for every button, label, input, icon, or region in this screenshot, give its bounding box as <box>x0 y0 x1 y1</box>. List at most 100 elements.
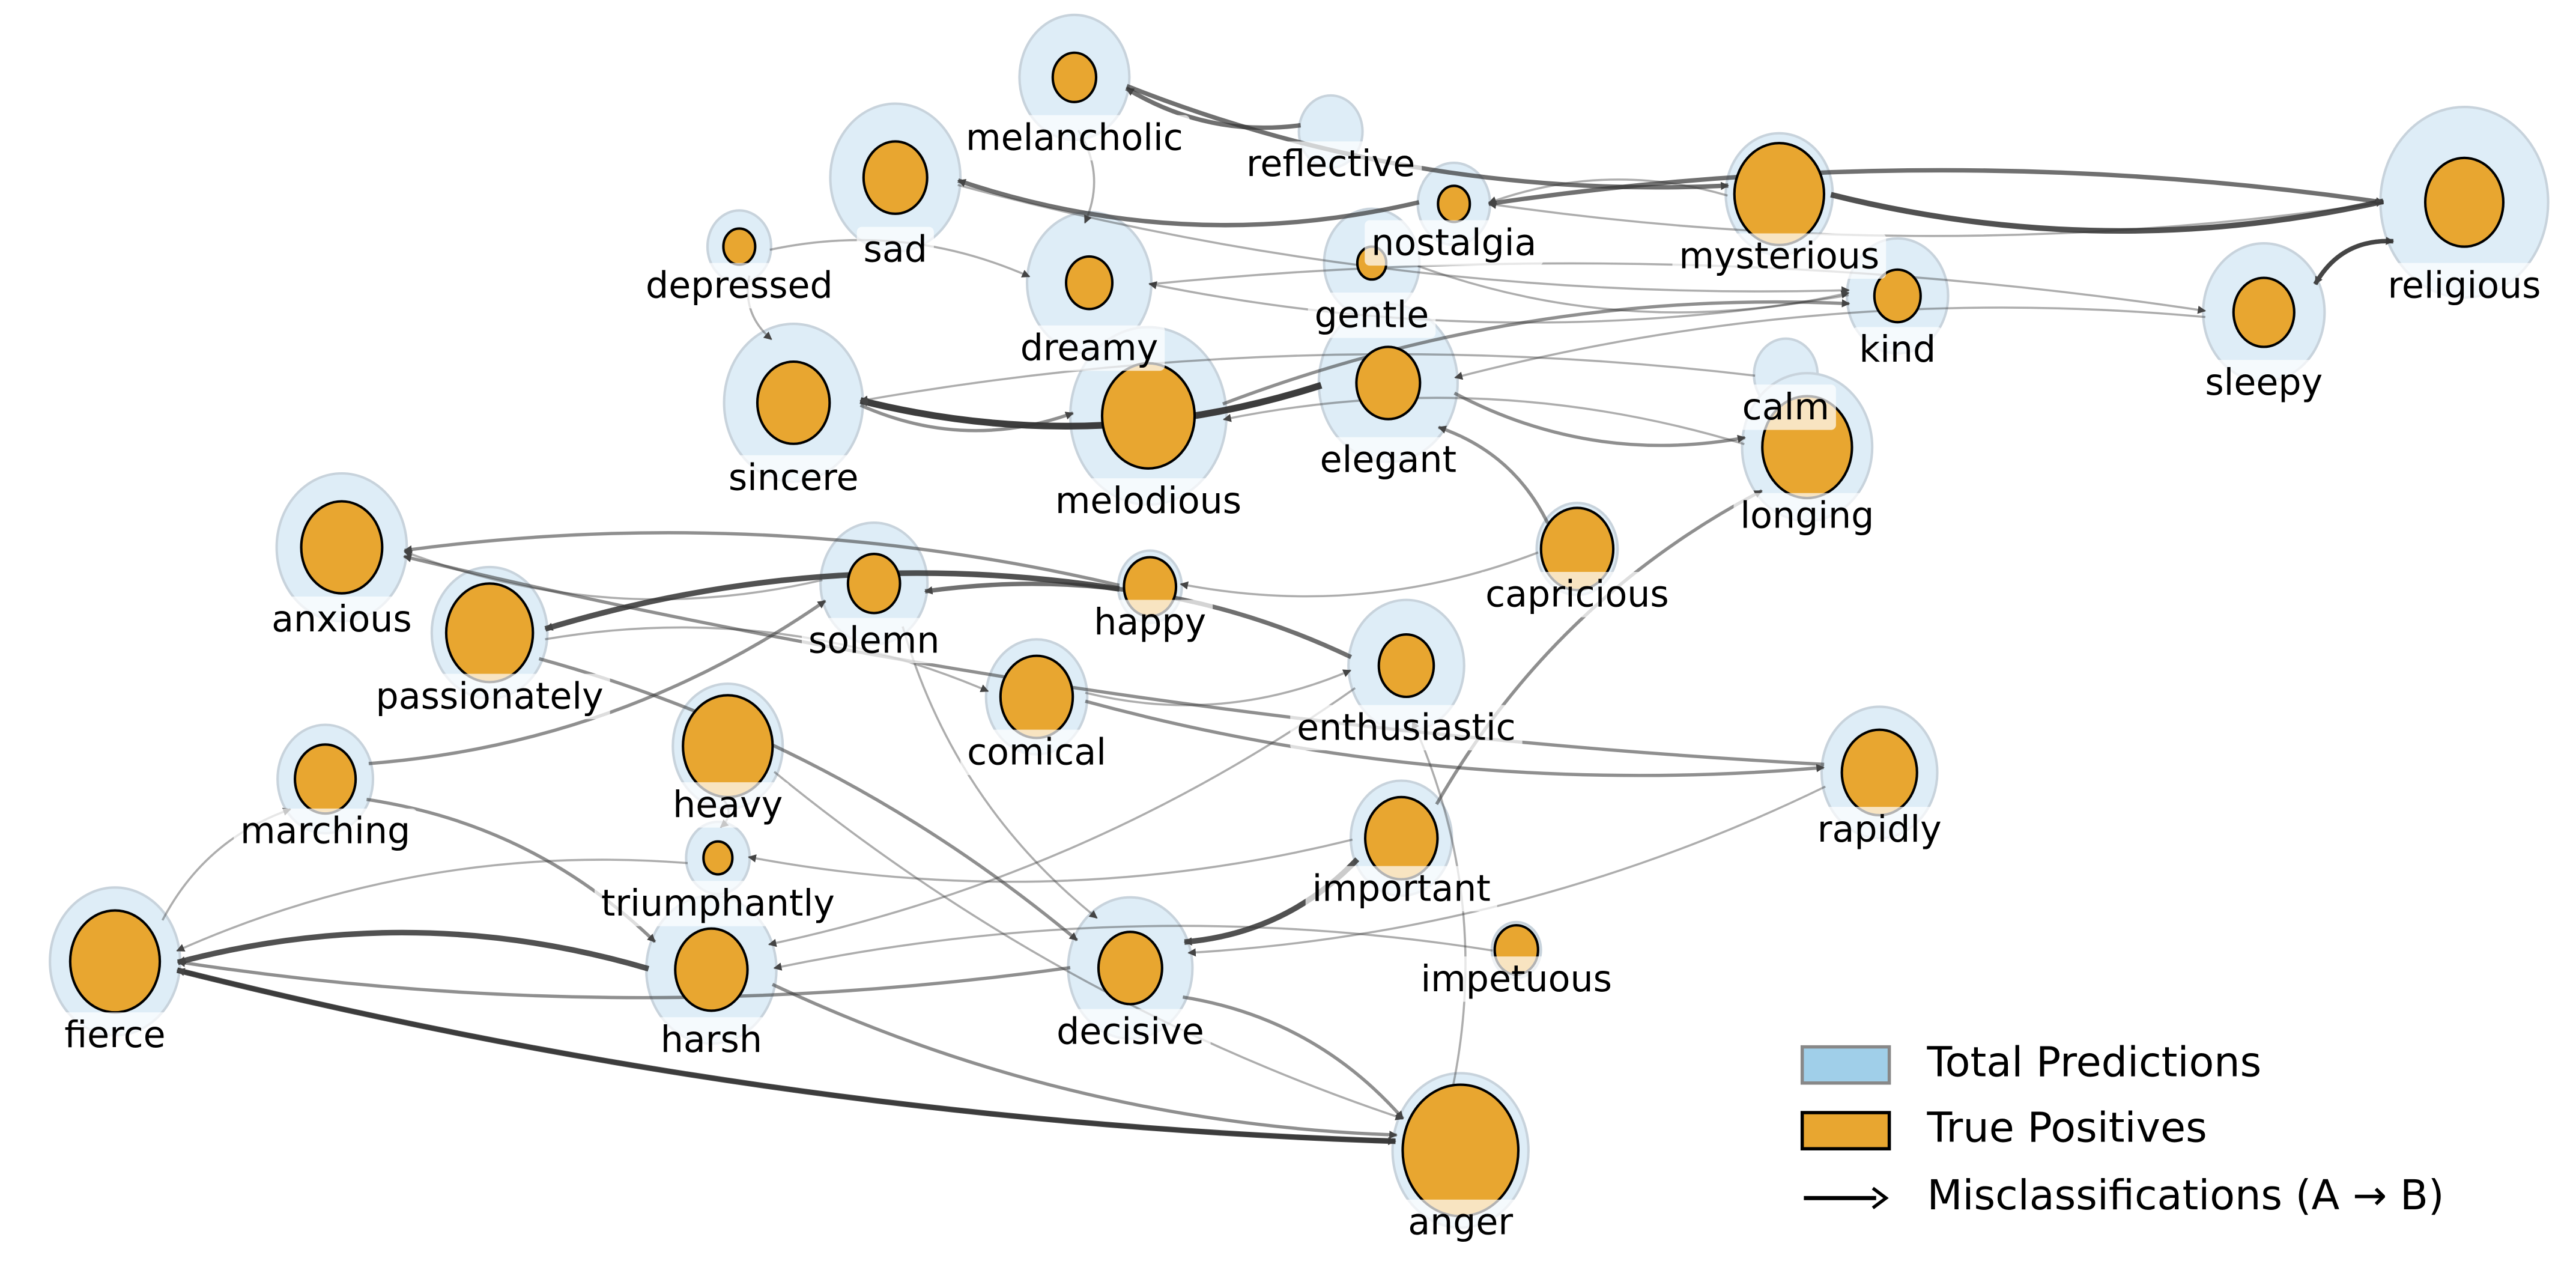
true-positives-circle-melancholic <box>1051 51 1098 103</box>
node-label-text: kind <box>1859 329 1936 371</box>
true-positives-circle-depressed <box>722 227 757 266</box>
node-label-harsh: harsh <box>653 1017 769 1063</box>
edge-solemn-to-anxious <box>404 550 823 601</box>
edge-harsh-to-anger <box>771 983 1398 1139</box>
arrow-head-icon <box>1871 1186 1889 1209</box>
node-label-text: harsh <box>661 1019 762 1061</box>
legend-swatch-true-positives <box>1800 1111 1891 1150</box>
legend-label-true-positives: True Positives <box>1927 1105 2207 1152</box>
label-background <box>1365 220 1544 266</box>
node-label-important: important <box>1305 866 1497 912</box>
node-label-solemn: solemn <box>801 618 947 664</box>
edge-nostalgia-to-sad <box>957 178 1420 228</box>
true-positives-circle-comical <box>999 654 1074 740</box>
node-label-happy: happy <box>1087 600 1213 645</box>
node-label-text: impetuous <box>1420 958 1612 1000</box>
label-background <box>58 1012 172 1058</box>
node-label-text: dreamy <box>1020 327 1159 369</box>
true-positives-circle-passionately <box>444 582 535 684</box>
edge-triumphantly-to-fierce <box>176 858 688 952</box>
label-background <box>1240 141 1422 187</box>
edge-religious-to-sleepy <box>2313 238 2393 285</box>
edge-rapidly-to-decisive <box>1187 785 1826 957</box>
node-label-text: capricious <box>1485 574 1669 616</box>
node-label-text: anger <box>1408 1201 1513 1244</box>
true-positives-circle-anxious <box>300 500 384 595</box>
legend-swatch-total-predictions <box>1800 1045 1891 1085</box>
true-positives-circle-sad <box>862 140 929 215</box>
true-positives-circle-rapidly <box>1840 728 1918 816</box>
label-background <box>1733 493 1881 539</box>
label-background <box>1313 437 1464 483</box>
node-label-kind: kind <box>1852 327 1943 372</box>
node-label-text: elegant <box>1320 439 1457 481</box>
edge-passionately-to-comical <box>545 626 989 693</box>
node-label-reflective: reflective <box>1240 141 1422 187</box>
edge-elegant-to-sincere <box>859 381 1323 430</box>
node-label-longing: longing <box>1733 493 1881 539</box>
edge-harsh-to-fierce <box>177 929 650 972</box>
label-background <box>1013 325 1165 371</box>
edge-mysterious-to-religious <box>1830 192 2384 234</box>
label-background <box>594 881 841 926</box>
node-label-sleepy: sleepy <box>2198 360 2330 406</box>
edge-solemn-to-decisive <box>902 626 1098 919</box>
node-label-marching: marching <box>234 808 417 854</box>
node-label-text: nostalgia <box>1371 222 1536 264</box>
node-label-text: rapidly <box>1817 809 1942 851</box>
edge-comical-to-rapidly <box>1085 699 1825 777</box>
edge-sleepy-to-elegant <box>1454 306 2206 380</box>
label-background <box>666 782 790 828</box>
legend-label-misclassifications: Misclassifications (A → B) <box>1927 1172 2444 1220</box>
node-label-rapidly: rapidly <box>1810 807 1948 852</box>
edge-religious-to-nostalgia <box>1488 201 2384 237</box>
true-positives-circle-sleepy <box>2232 276 2296 348</box>
node-label-text: melodious <box>1055 480 1241 522</box>
true-positives-circle-kind <box>1873 268 1922 324</box>
edge-longing-to-melodious <box>1223 396 1745 445</box>
edge-sincere-to-melodious <box>859 404 1074 433</box>
node-label-passionately: passionately <box>369 673 610 720</box>
node-label-heavy: heavy <box>666 782 790 828</box>
edge-important-to-triumphantly <box>748 838 1353 883</box>
node-label-anxious: anxious <box>265 597 419 642</box>
edge-elegant-to-longing <box>1453 392 1746 448</box>
edge-melancholic-to-mysterious <box>1126 84 1729 190</box>
edge-decisive-to-fierce <box>177 959 1071 1000</box>
node-label-text: religious <box>2387 264 2541 306</box>
node-label-text: happy <box>1094 601 1206 643</box>
true-positives-circle-fierce <box>68 909 162 1014</box>
node-label-anger: anger <box>1401 1199 1520 1245</box>
true-positives-circle-nostalgia <box>1437 184 1471 223</box>
true-positives-circle-solemn <box>846 552 902 615</box>
true-positives-circle-religious <box>2423 156 2505 248</box>
edge-capricious-to-elegant <box>1437 425 1550 524</box>
node-label-text: fierce <box>64 1014 165 1056</box>
edge-impetuous-to-harsh <box>773 925 1493 971</box>
node-label-text: decisive <box>1056 1010 1204 1053</box>
edge-decisive-to-anger <box>1182 995 1405 1120</box>
label-background <box>653 1017 769 1063</box>
label-background <box>1852 327 1943 372</box>
node-label-text: enthusiastic <box>1297 706 1516 749</box>
edge-capricious-to-happy <box>1180 551 1539 598</box>
node-label-melancholic: melancholic <box>959 115 1190 161</box>
true-positive-circles <box>68 51 2505 1218</box>
edge-happy-to-anxious <box>404 530 1120 587</box>
node-label-text: heavy <box>673 784 783 826</box>
node-label-text: sleepy <box>2205 362 2323 404</box>
true-positives-circle-melodious <box>1100 362 1196 470</box>
true-positives-circle-elegant <box>1355 345 1422 421</box>
node-label-nostalgia: nostalgia <box>1365 220 1544 266</box>
node-label-text: calm <box>1742 386 1829 428</box>
label-background <box>1401 1199 1520 1245</box>
edge-enthusiastic-to-harsh <box>768 687 1356 947</box>
label-background <box>1308 292 1436 338</box>
edge-melodious-to-kind <box>1222 299 1850 406</box>
node-label-text: gentle <box>1315 294 1429 336</box>
true-positives-circle-harsh <box>674 927 749 1012</box>
label-background <box>369 673 610 720</box>
label-background <box>960 729 1113 776</box>
node-label-text: solemn <box>808 619 940 661</box>
